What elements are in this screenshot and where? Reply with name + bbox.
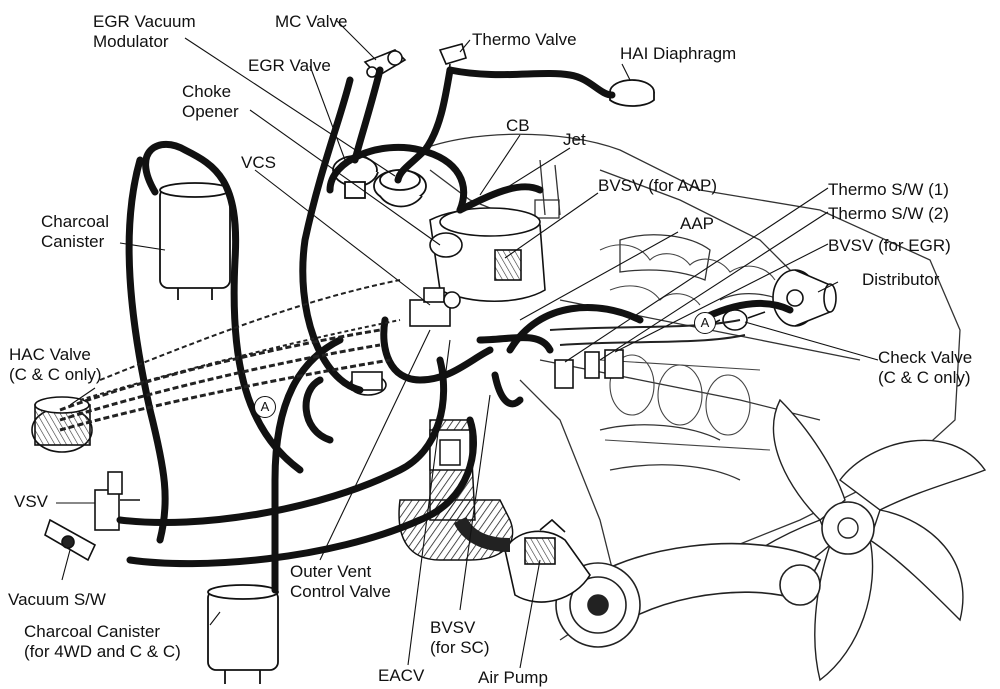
thermo-switches [554, 349, 624, 389]
label-charcoal-canister-line2: Canister [41, 232, 105, 251]
label-charcoal-canister-4wd: Charcoal Canister (for 4WD and C & C) [24, 622, 181, 662]
label-egr-vacuum-modulator-line2: Modulator [93, 32, 169, 51]
label-outer-vent-line1: Outer Vent [290, 562, 372, 581]
label-bvsv-sc: BVSV (for SC) [430, 618, 490, 658]
label-bvsv-aap: BVSV (for AAP) [598, 176, 718, 195]
label-bvsv-sc-line2: (for SC) [430, 638, 490, 657]
leader-lines [56, 19, 879, 669]
label-egr-vacuum-modulator-line1: EGR Vacuum [93, 12, 196, 31]
label-thermo-sw-1: Thermo S/W (1) [828, 180, 949, 199]
mc-valve-body [363, 49, 407, 78]
label-vacuum-sw: Vacuum S/W [8, 590, 106, 609]
label-charcoal-canister-4wd-line1: Charcoal Canister [24, 622, 161, 641]
carburetor-body [429, 207, 546, 302]
label-check-valve: Check Valve (C & C only) [878, 348, 972, 388]
label-vcs: VCS [241, 153, 276, 172]
vacuum-hoses [116, 66, 794, 594]
label-cb: CB [506, 116, 530, 135]
label-bvsv-egr: BVSV (for EGR) [828, 236, 951, 255]
label-thermo-valve: Thermo Valve [472, 30, 577, 49]
label-thermo-sw-2: Thermo S/W (2) [828, 204, 949, 223]
label-egr-valve: EGR Valve [248, 56, 331, 75]
label-hai-diaphragm: HAI Diaphragm [620, 44, 737, 63]
hai-diaphragm-body [609, 79, 655, 107]
label-vsv: VSV [14, 492, 49, 511]
drive-belt-pulleys [555, 542, 822, 648]
label-jet: Jet [563, 130, 586, 149]
connection-marker-a-right: A [694, 312, 716, 334]
label-aap: AAP [680, 214, 715, 233]
label-bvsv-sc-line1: BVSV [430, 618, 476, 637]
charcoal-canister-lower [207, 584, 279, 684]
bundled-lines [59, 279, 746, 432]
connection-marker-a-left: A [254, 396, 276, 418]
label-choke-opener-line2: Opener [182, 102, 239, 121]
label-distributor: Distributor [862, 270, 940, 289]
label-egr-vacuum-modulator: EGR Vacuum Modulator [93, 12, 196, 52]
label-charcoal-canister-4wd-line2: (for 4WD and C & C) [24, 642, 181, 661]
label-outer-vent-control-valve: Outer Vent Control Valve [290, 562, 391, 602]
label-hac-valve-line2: (C & C only) [9, 365, 102, 384]
label-hac-valve-line1: HAC Valve [9, 345, 91, 364]
label-choke-opener-line1: Choke [182, 82, 232, 101]
label-hac-valve: HAC Valve (C & C only) [9, 345, 102, 385]
egr-vacuum-modulator-body [373, 169, 427, 208]
vsv-body [94, 471, 140, 531]
label-eacv: EACV [378, 666, 425, 685]
air-pump-body [504, 518, 591, 603]
label-outer-vent-line2: Control Valve [290, 582, 391, 601]
distributor-body [772, 269, 837, 327]
label-check-valve-line1: Check Valve [878, 348, 973, 367]
label-charcoal-canister-line1: Charcoal [41, 212, 110, 231]
charcoal-canister-upper [159, 182, 231, 300]
label-choke-opener: Choke Opener [182, 82, 239, 122]
label-check-valve-line2: (C & C only) [878, 368, 971, 387]
label-charcoal-canister: Charcoal Canister [41, 212, 109, 252]
vcs-body [409, 287, 461, 327]
vacuum-switch-body [44, 518, 97, 562]
cylinder-head [599, 244, 776, 451]
label-mc-valve: MC Valve [275, 12, 348, 31]
label-air-pump: Air Pump [478, 668, 548, 687]
